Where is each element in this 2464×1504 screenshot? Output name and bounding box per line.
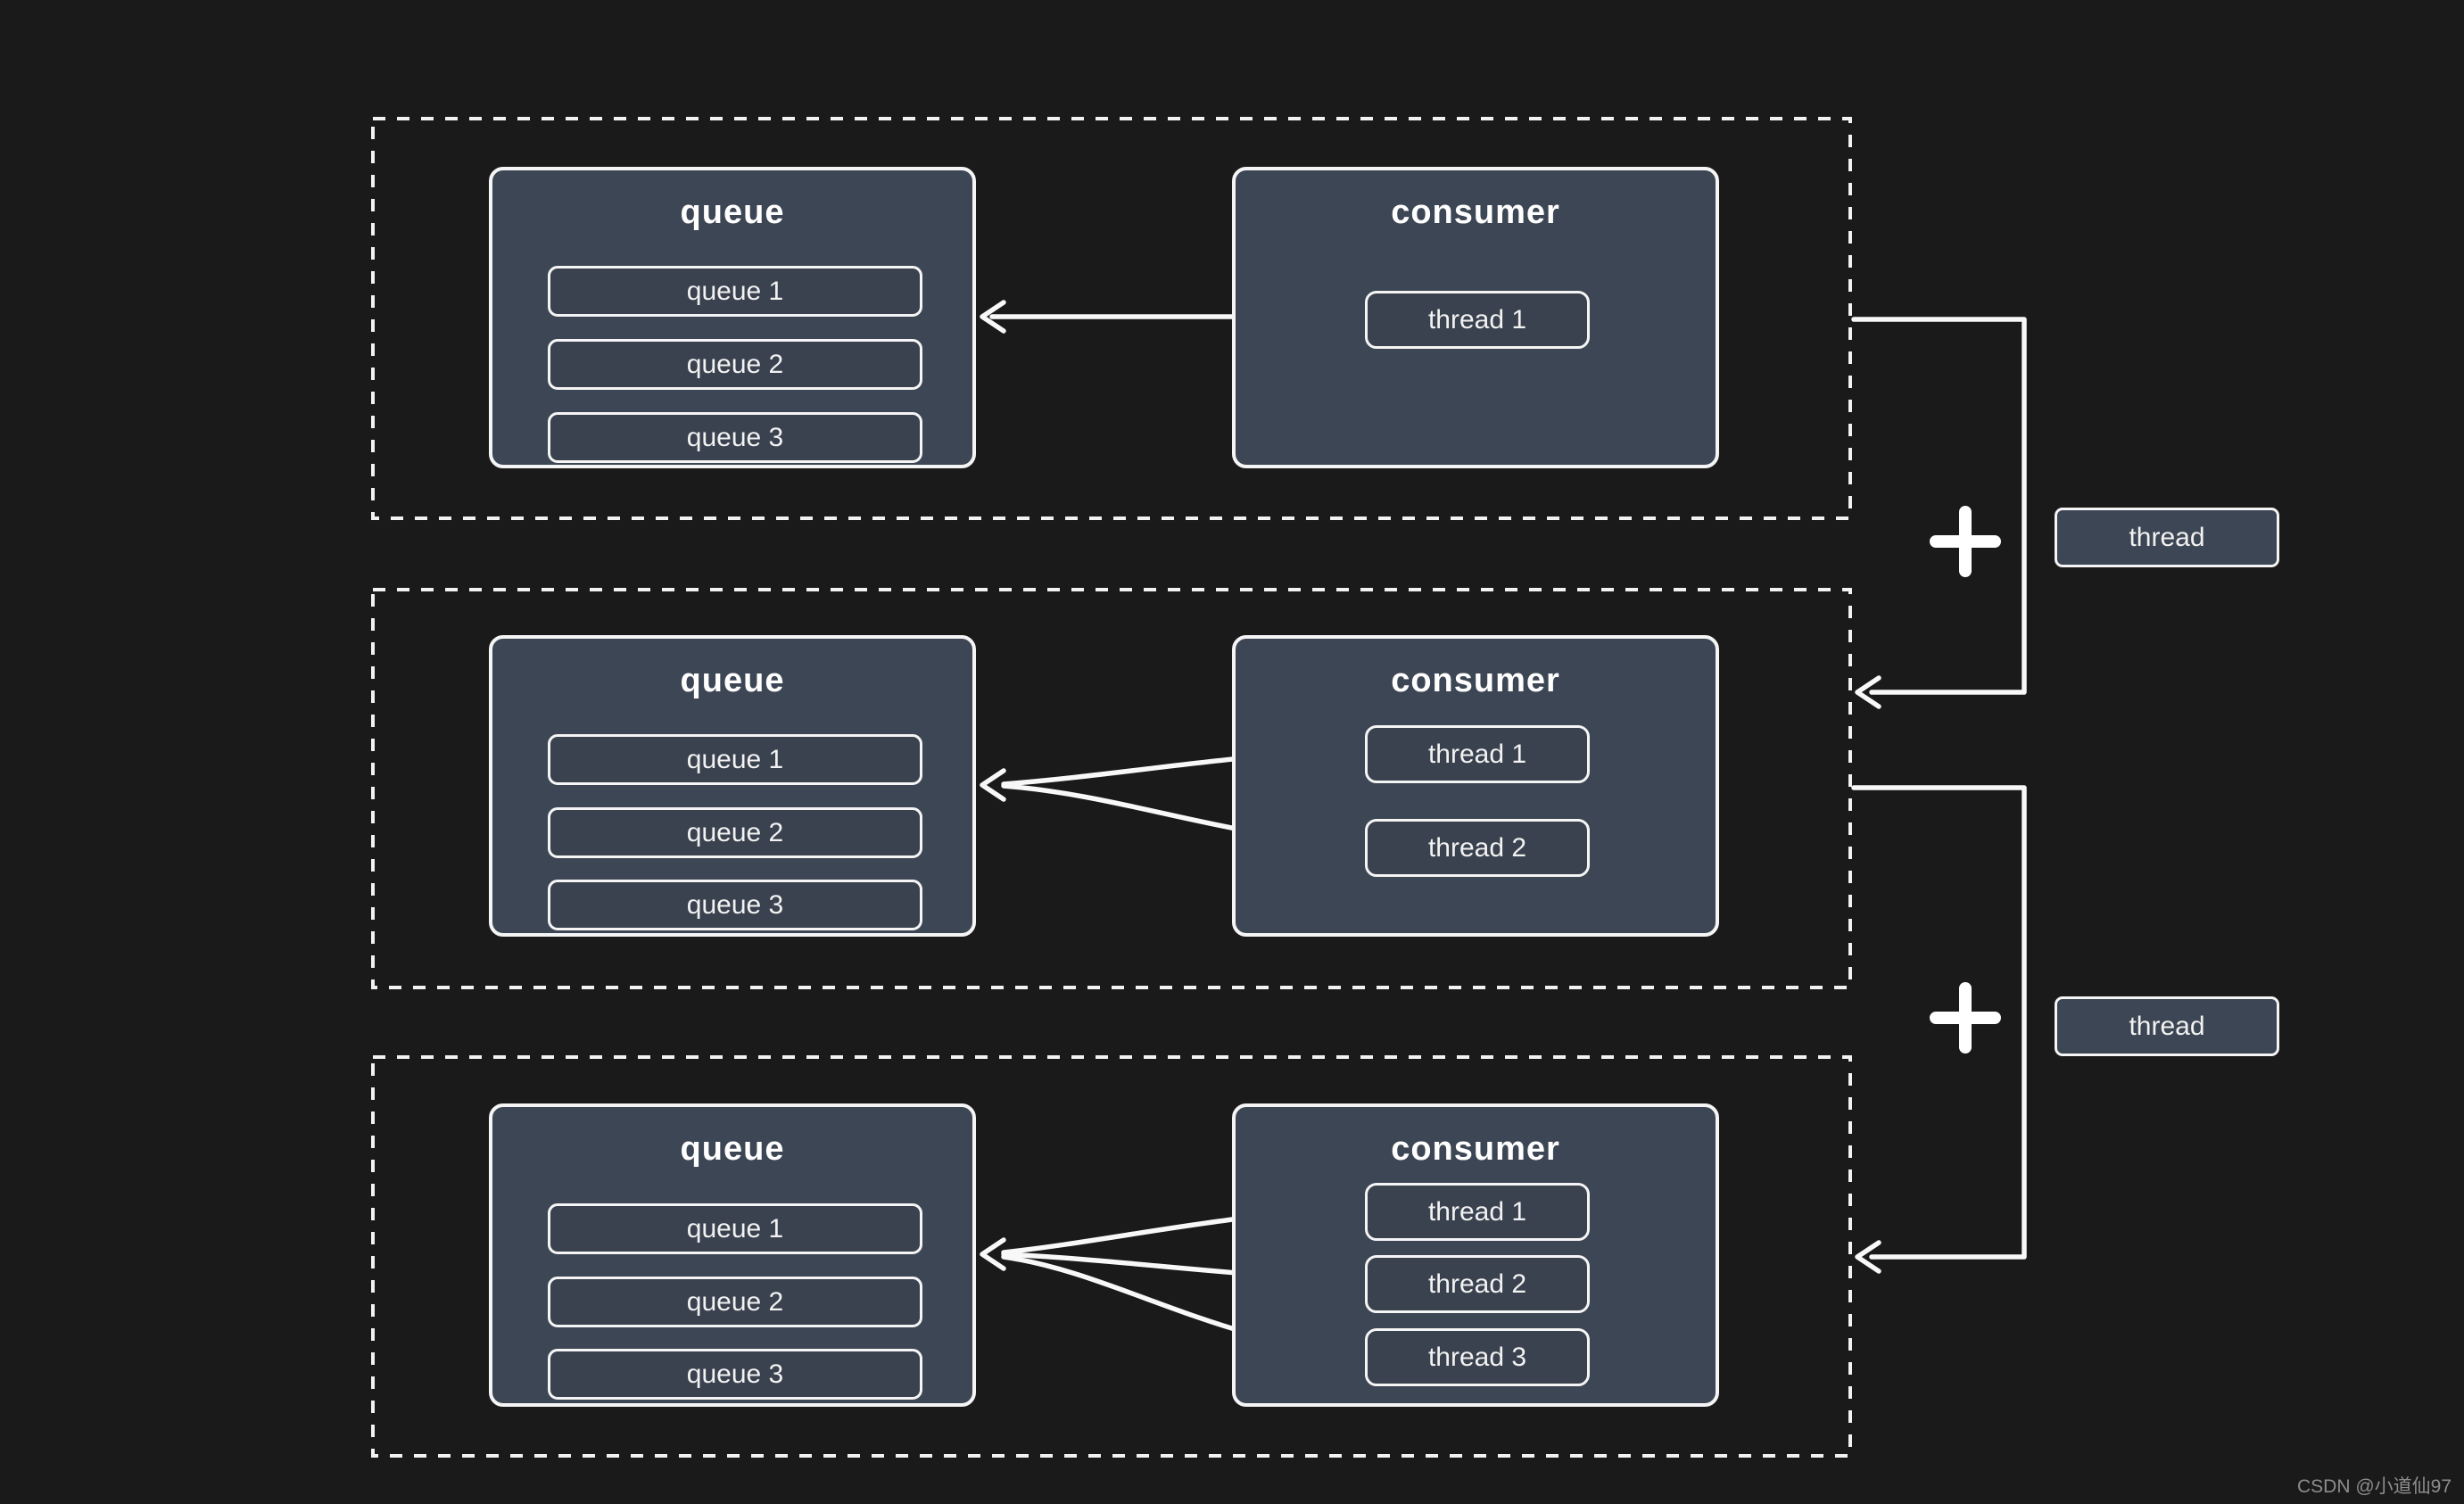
arrowhead-connector-1 xyxy=(1855,675,1881,709)
thread-item: thread 2 xyxy=(1365,819,1590,877)
arrowhead-g1 xyxy=(980,300,1006,334)
thread-item: thread 1 xyxy=(1365,725,1590,783)
queue-item: queue 1 xyxy=(548,1203,922,1254)
plus-icon xyxy=(1930,982,2001,1054)
consumer-panel-g2: consumer thread 1 thread 2 xyxy=(1232,635,1719,937)
queue-item: queue 2 xyxy=(548,339,922,390)
csdn-watermark: CSDN @小道仙97 xyxy=(2296,1476,2452,1497)
connector-group1-to-group2 xyxy=(1851,317,2027,695)
thread-item: thread 1 xyxy=(1365,291,1590,349)
connector-group2-to-group3 xyxy=(1851,785,2027,1260)
arrowhead-connector-2 xyxy=(1855,1240,1881,1274)
thread-item: thread 2 xyxy=(1365,1255,1590,1313)
queue-panel-g2: queue queue 1 queue 2 queue 3 xyxy=(489,635,976,937)
arrowhead-g2 xyxy=(980,768,1006,802)
added-thread-node: thread xyxy=(2055,508,2279,567)
queue-item: queue 1 xyxy=(548,266,922,317)
thread-item: thread 1 xyxy=(1365,1183,1590,1241)
thread-item: thread 3 xyxy=(1365,1328,1590,1386)
arrowhead-g3 xyxy=(980,1237,1006,1271)
queue-item: queue 3 xyxy=(548,1349,922,1400)
queue-item: queue 3 xyxy=(548,412,922,463)
consumer-panel-title: consumer xyxy=(1391,662,1560,699)
added-thread-node: thread xyxy=(2055,996,2279,1056)
consumer-panel-g3: consumer thread 1 thread 2 thread 3 xyxy=(1232,1103,1719,1407)
queue-panel-title: queue xyxy=(680,1130,785,1168)
queue-item: queue 1 xyxy=(548,734,922,785)
queue-item: queue 3 xyxy=(548,880,922,930)
consumer-panel-g1: consumer thread 1 xyxy=(1232,167,1719,468)
queue-panel-title: queue xyxy=(680,194,785,231)
queue-panel-title: queue xyxy=(680,662,785,699)
queue-panel-g3: queue queue 1 queue 2 queue 3 xyxy=(489,1103,976,1407)
queue-item: queue 2 xyxy=(548,1277,922,1327)
queue-panel-g1: queue queue 1 queue 2 queue 3 xyxy=(489,167,976,468)
consumer-panel-title: consumer xyxy=(1391,1130,1560,1168)
queue-item: queue 2 xyxy=(548,807,922,858)
plus-icon xyxy=(1930,506,2001,577)
consumer-panel-title: consumer xyxy=(1391,194,1560,231)
